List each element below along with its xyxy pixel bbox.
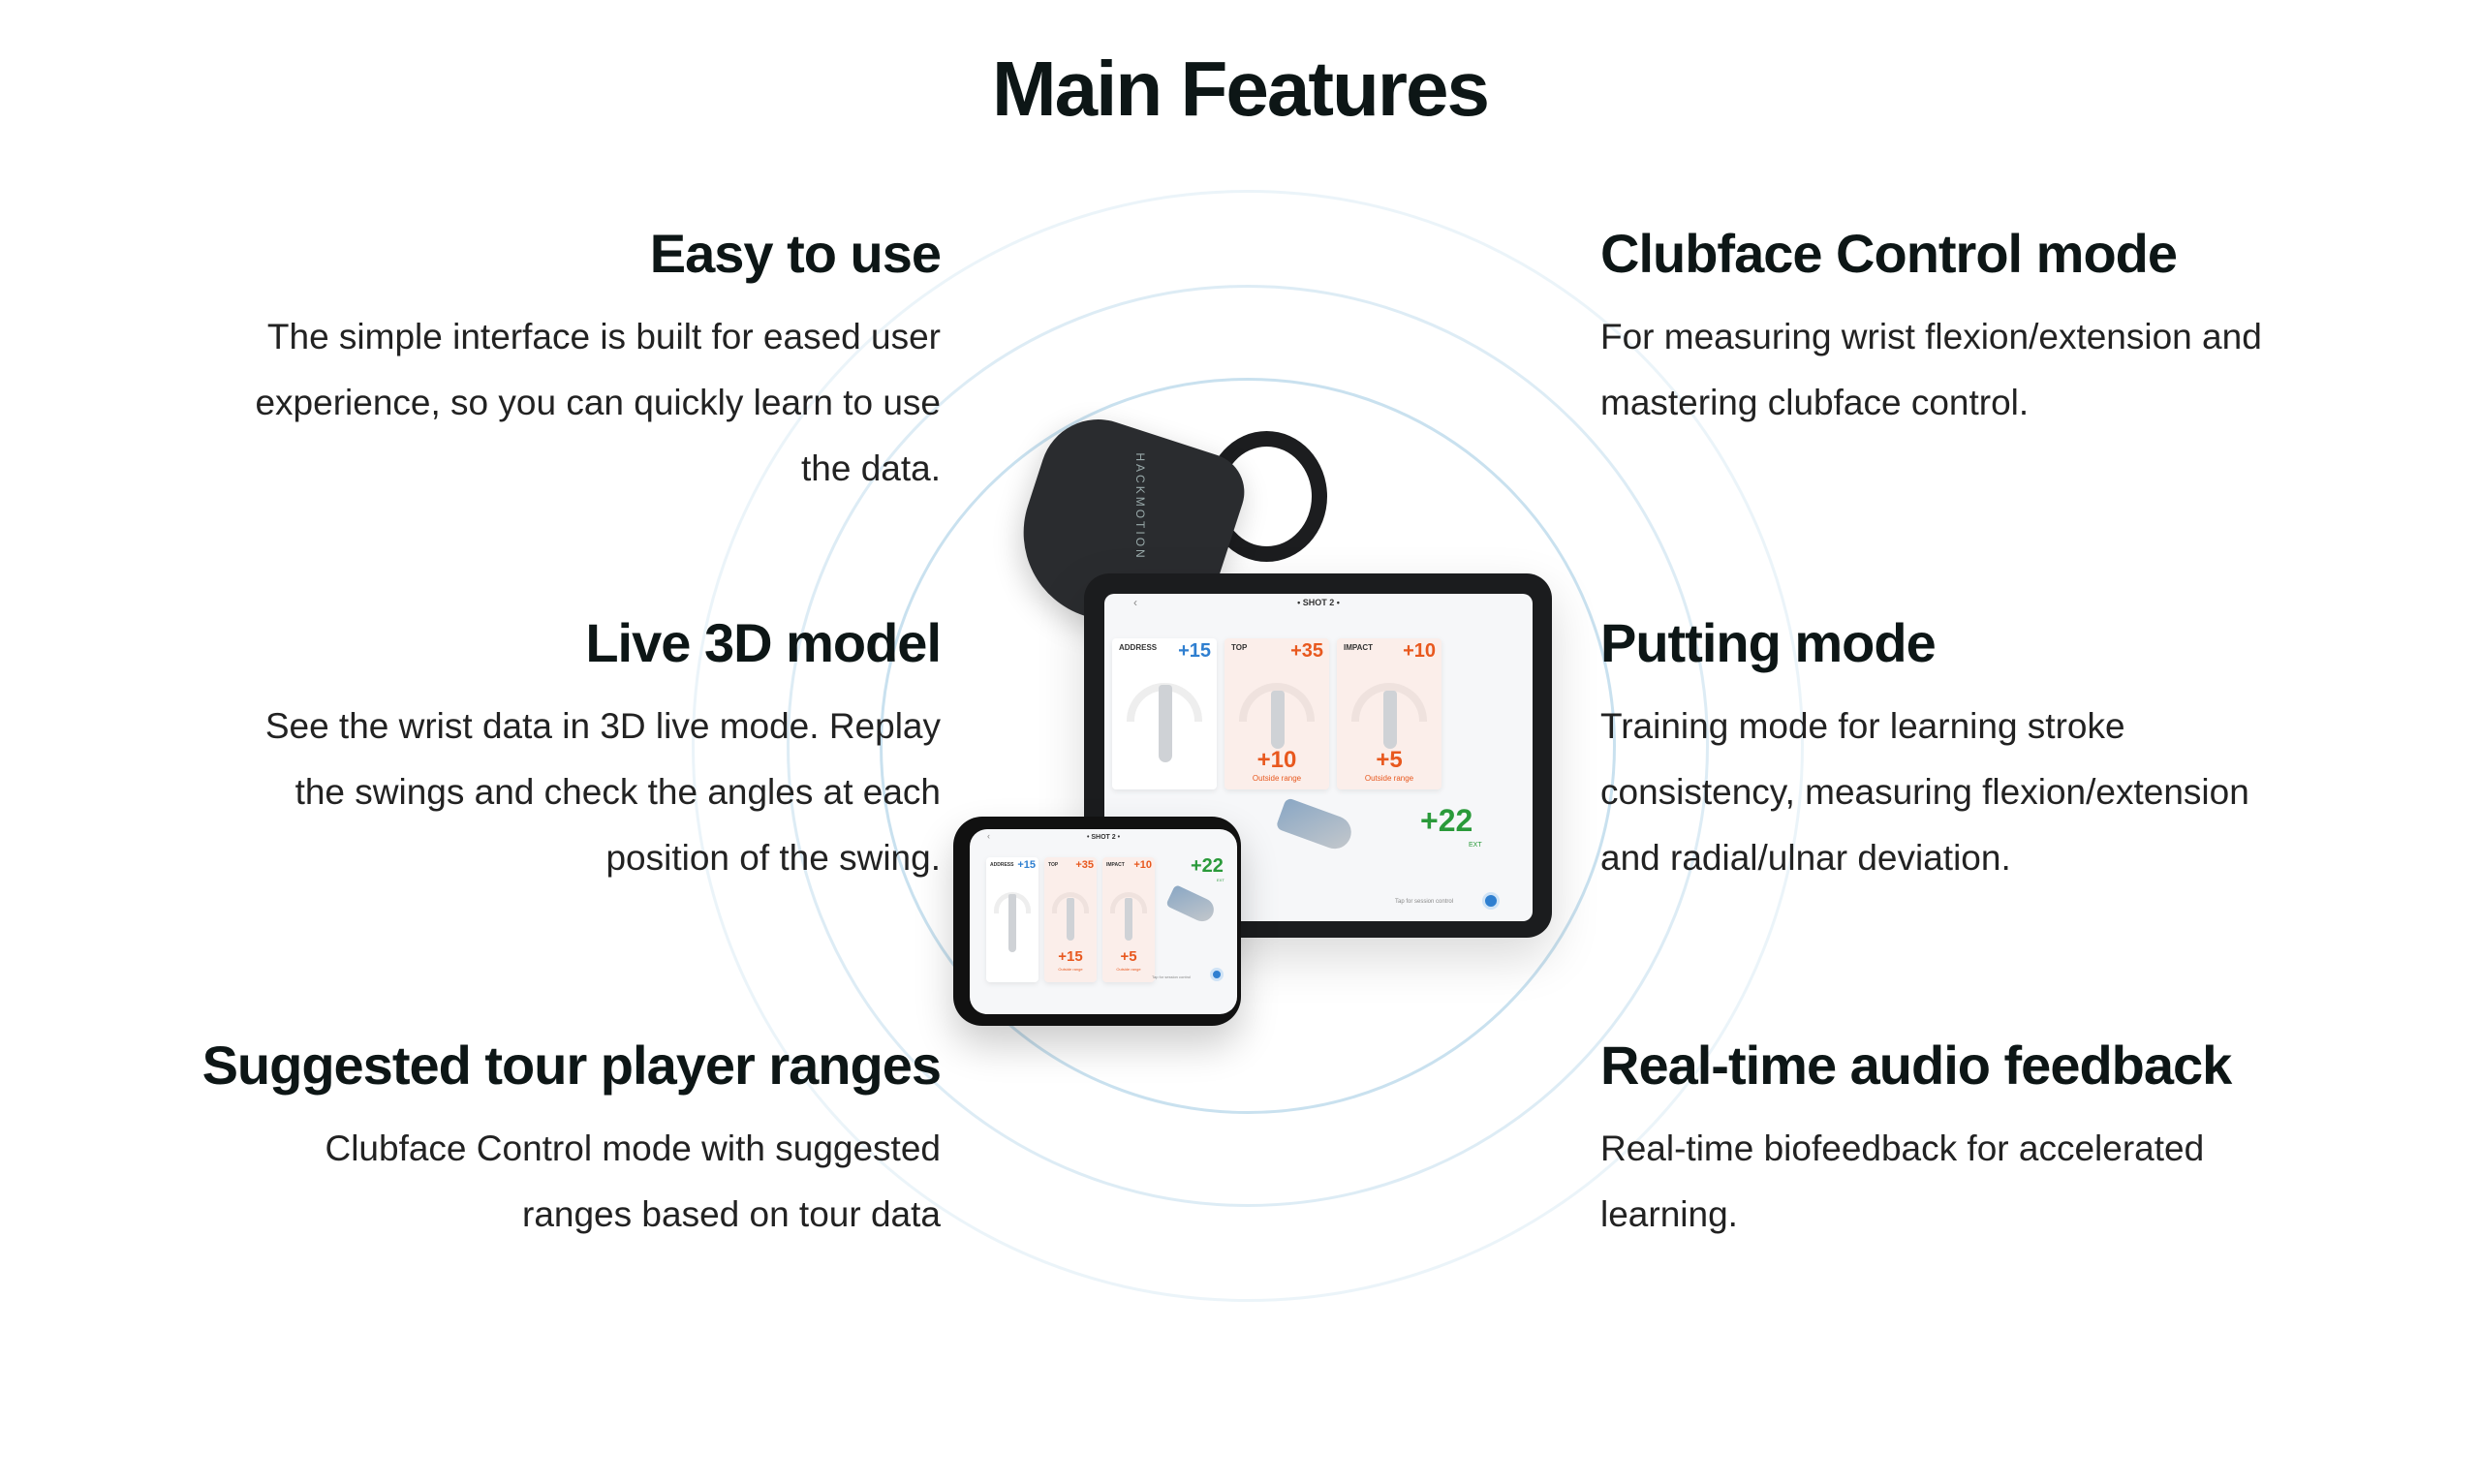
card-impact: IMPACT +10 +5 Outside range — [1337, 638, 1442, 789]
back-icon: ‹ — [987, 831, 990, 841]
feature-heading: Suggested tour player ranges — [202, 1035, 942, 1096]
feature-heading: Real-time audio feedback — [1600, 1035, 2232, 1096]
shot-label: • SHOT 2 • — [1086, 834, 1121, 841]
feature-heading: Easy to use — [649, 223, 942, 284]
line: position of the swing. — [605, 838, 941, 878]
feature-heading: Clubface Control mode — [1600, 223, 2178, 284]
card-result: +5 — [1120, 948, 1137, 965]
card-top: TOP +35 +10 Outside range — [1224, 638, 1329, 789]
card-value: +15 — [1017, 859, 1036, 871]
card-value: +35 — [1075, 859, 1094, 871]
line: Training mode for learning stroke — [1600, 706, 2125, 746]
live-value: +22 — [1420, 803, 1473, 838]
feature-easy-to-use: Easy to use The simple interface is buil… — [69, 219, 942, 502]
feature-heading: Live 3D model — [585, 612, 942, 673]
card-note: Outside range — [1252, 774, 1302, 783]
wrist-model — [1159, 685, 1172, 762]
card-label: IMPACT — [1106, 862, 1125, 868]
live-value: +22 — [1191, 855, 1224, 877]
decorative-ring-middle — [787, 285, 1709, 1207]
feature-putting-mode: Putting mode Training mode for learning … — [1600, 608, 2472, 891]
wrist-model — [1383, 691, 1397, 749]
card-label: ADDRESS — [1119, 643, 1158, 652]
page-title: Main Features — [992, 46, 1490, 132]
feature-suggested-ranges: Suggested tour player ranges Clubface Co… — [69, 1031, 942, 1248]
decorative-ring-inner — [880, 378, 1616, 1114]
card-value: +10 — [1403, 640, 1436, 662]
card-top: TOP +35 +15 Outside range — [1044, 857, 1097, 982]
live-unit: EXT — [1217, 878, 1224, 882]
feature-live-3d-model: Live 3D model See the wrist data in 3D l… — [69, 608, 942, 891]
line: learning. — [1600, 1194, 1738, 1234]
card-label: TOP — [1231, 643, 1248, 652]
feature-clubface-control: Clubface Control mode For measuring wris… — [1600, 219, 2472, 436]
brand-logo: HACKMOTION — [1132, 452, 1147, 561]
line: the swings and check the angles at each — [294, 772, 941, 812]
feature-description: For measuring wrist flexion/extension an… — [1600, 304, 2472, 436]
line: Real-time biofeedback for accelerated — [1600, 1128, 2205, 1168]
session-control-hint: Tap for session control — [1152, 974, 1192, 979]
card-value: +15 — [1178, 640, 1211, 662]
session-control-button[interactable] — [1482, 892, 1500, 910]
shot-label: • SHOT 2 • — [1297, 598, 1340, 607]
line: consistency, measuring flexion/extension — [1600, 772, 2249, 812]
session-control-hint: Tap for session control — [1395, 899, 1454, 905]
feature-description: See the wrist data in 3D live mode. Repl… — [69, 694, 941, 891]
tablet-screen: ‹ • SHOT 2 • ADDRESS +15 TOP +35 +10 Out… — [1104, 594, 1533, 921]
feature-description: Clubface Control mode with suggested rang… — [69, 1116, 941, 1248]
card-note: Outside range — [1058, 967, 1083, 972]
feature-description: Training mode for learning stroke consist… — [1600, 694, 2472, 891]
card-label: TOP — [1048, 862, 1059, 868]
line: Clubface Control mode with suggested — [325, 1128, 941, 1168]
card-label: IMPACT — [1344, 643, 1374, 652]
phone-device: ‹ • SHOT 2 • ADDRESS +15 TOP +35 +15 Out… — [953, 817, 1241, 1026]
card-address: ADDRESS +15 — [1112, 638, 1217, 789]
line: the data. — [800, 448, 941, 488]
line: ranges based on tour data — [522, 1194, 941, 1234]
card-value: +35 — [1290, 640, 1323, 662]
card-value: +10 — [1133, 859, 1152, 871]
wrist-model — [1008, 894, 1016, 952]
wrist-model — [1271, 691, 1285, 749]
feature-audio-feedback: Real-time audio feedback Real-time biofe… — [1600, 1031, 2472, 1248]
line: The simple interface is built for eased … — [266, 317, 941, 356]
hand-3d-model — [1165, 883, 1218, 926]
hand-3d-model — [1275, 797, 1356, 853]
wrist-model — [1067, 898, 1074, 941]
decorative-ring-outer — [692, 190, 1804, 1302]
card-note: Outside range — [1116, 967, 1141, 972]
line: and radial/ulnar deviation. — [1600, 838, 2011, 878]
wrist-model — [1125, 898, 1132, 941]
back-icon: ‹ — [1133, 596, 1137, 609]
card-impact: IMPACT +10 +5 Outside range — [1102, 857, 1155, 982]
line: experience, so you can quickly learn to … — [255, 383, 941, 422]
live-unit: EXT — [1469, 842, 1482, 849]
card-result: +10 — [1256, 747, 1297, 773]
card-result: +15 — [1058, 948, 1083, 965]
line: See the wrist data in 3D live mode. Repl… — [264, 706, 941, 746]
feature-description: The simple interface is built for eased … — [69, 304, 941, 502]
feature-heading: Putting mode — [1600, 612, 1937, 673]
card-note: Outside range — [1364, 774, 1414, 783]
line: For measuring wrist flexion/extension an… — [1600, 317, 2262, 356]
session-control-button[interactable] — [1210, 968, 1224, 981]
gauge — [1051, 892, 1090, 913]
card-address: ADDRESS +15 — [986, 857, 1038, 982]
card-result: +5 — [1376, 747, 1403, 773]
line: mastering clubface control. — [1600, 383, 2030, 422]
tablet-device: ‹ • SHOT 2 • ADDRESS +15 TOP +35 +10 Out… — [1084, 573, 1552, 938]
feature-description: Real-time biofeedback for accelerated lea… — [1600, 1116, 2472, 1248]
card-label: ADDRESS — [990, 862, 1014, 868]
gauge — [1109, 892, 1148, 913]
phone-screen: ‹ • SHOT 2 • ADDRESS +15 TOP +35 +15 Out… — [970, 829, 1237, 1014]
